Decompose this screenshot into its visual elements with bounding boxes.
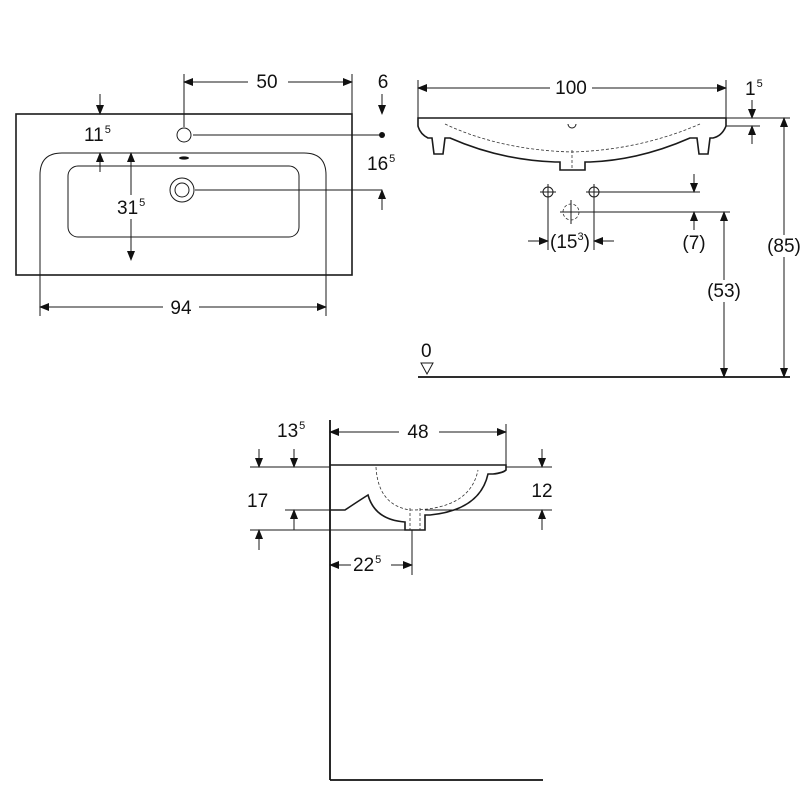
dim-17-label: 17: [247, 491, 268, 512]
dim-53-label: (53): [707, 281, 741, 302]
bowl-inner-top: [67, 165, 300, 238]
bowl-dashed-side: [375, 466, 479, 511]
tap-hole: [176, 127, 192, 143]
dim-85-label: (85): [767, 236, 800, 257]
basin-profile-side: [330, 464, 507, 531]
overflow-hole-front: [567, 123, 577, 129]
dim-15-label: (153): [550, 231, 590, 253]
dim-31-label: 315: [117, 197, 145, 219]
drain-inner: [174, 182, 190, 198]
overflow-slot: [179, 156, 189, 160]
dim-48-label: 48: [407, 422, 428, 443]
side-view: 48 135 17 12 225: [247, 420, 553, 781]
dim-16-label: 165: [367, 153, 395, 175]
floor-level-label: 0: [421, 341, 432, 362]
tap-ref-dot: [379, 132, 385, 138]
dim-1-label: 15: [745, 78, 763, 100]
drain-outer: [169, 177, 195, 203]
dim-13-label: 135: [277, 420, 305, 442]
dim-94-label: 94: [170, 298, 192, 319]
basin-profile-front: [417, 117, 727, 171]
drain-point-center: [560, 200, 582, 224]
bowl-outer-top: [39, 152, 327, 275]
dim-11-label: 115: [84, 124, 111, 146]
top-view: 50 6 115 165 315 94: [15, 70, 395, 319]
basin-outline-top: [15, 113, 353, 276]
dim-22-label: 225: [353, 554, 381, 576]
dim-50-label: 50: [256, 72, 277, 93]
front-view: 100 15 (85) (153): [417, 77, 800, 378]
dim-100-label: 100: [555, 78, 587, 99]
dim-7-label: (7): [682, 233, 705, 254]
dim-12-label: 12: [531, 481, 552, 502]
dim-6-label: 6: [378, 72, 389, 93]
floor-level-marker: [420, 362, 434, 376]
